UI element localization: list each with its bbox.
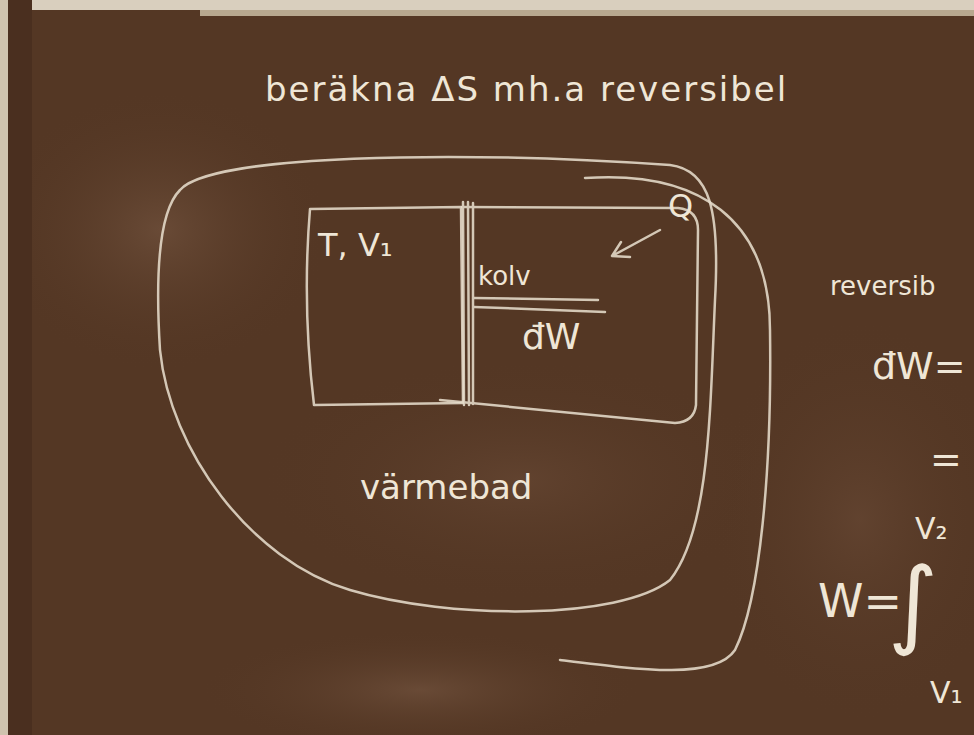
outline-path bbox=[307, 207, 463, 405]
integral-limit: V₂ bbox=[915, 512, 948, 547]
equation: = bbox=[930, 438, 962, 482]
smudge bbox=[0, 90, 330, 370]
piston-rod bbox=[474, 298, 605, 312]
state-label: T, V₁ bbox=[318, 227, 393, 264]
work-symbol: đW bbox=[522, 316, 580, 357]
board-frame bbox=[0, 0, 974, 10]
gas-chamber: T, V₁ bbox=[300, 205, 465, 405]
smudge bbox=[260, 360, 780, 600]
note: reversib bbox=[830, 272, 935, 302]
board-frame bbox=[0, 0, 8, 735]
board-edge bbox=[8, 0, 32, 735]
integral-sign: ∫ bbox=[888, 548, 938, 658]
outline-path bbox=[158, 157, 716, 611]
heat-bath-region: T, V₁ värmebad bbox=[150, 150, 720, 630]
smudge bbox=[710, 320, 974, 720]
cylinder-wall bbox=[440, 207, 698, 423]
board-heading: beräkna ΔS mh.a reversibel bbox=[265, 70, 788, 109]
outline bbox=[150, 150, 720, 630]
part-name: kolv bbox=[478, 262, 531, 292]
piston bbox=[463, 202, 473, 405]
heat-symbol: Q bbox=[668, 188, 693, 225]
heat-arrow bbox=[612, 230, 660, 257]
smudge bbox=[200, 630, 640, 735]
integral-limit: V₁ bbox=[930, 676, 963, 711]
outer-loop bbox=[560, 177, 770, 670]
equation: đW= bbox=[872, 345, 966, 389]
region-label: värmebad bbox=[360, 468, 532, 507]
board-frame bbox=[200, 10, 974, 16]
